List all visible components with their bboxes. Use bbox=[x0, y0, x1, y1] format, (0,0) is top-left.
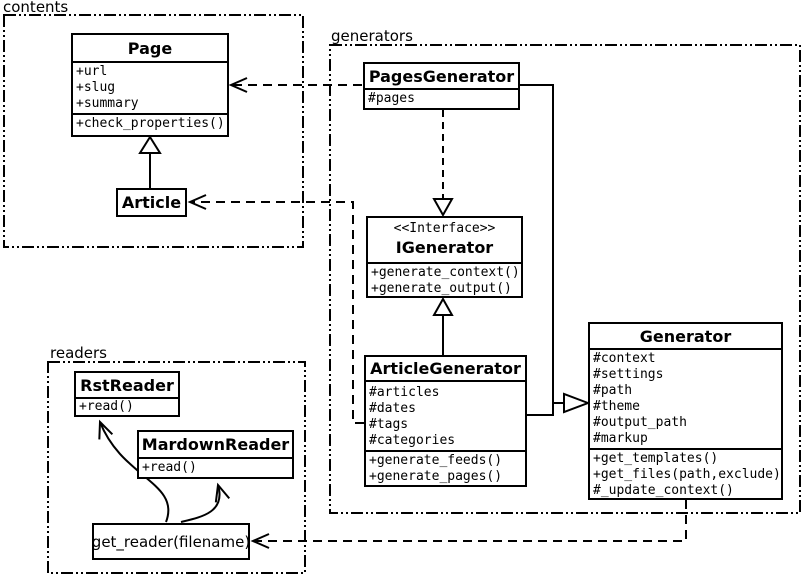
class-box-article: Article bbox=[116, 188, 187, 217]
method-line: +get_files(path,exclude) bbox=[593, 467, 781, 482]
dependency-articlegenerator-to-article bbox=[187, 194, 364, 424]
class-title-article: Article bbox=[121, 193, 182, 212]
method-line: +read() bbox=[79, 399, 134, 414]
class-title-rstreader: RstReader bbox=[80, 375, 174, 395]
stereotype-interface: <<Interface>> bbox=[393, 221, 496, 236]
attribute-line: #tags bbox=[369, 417, 409, 432]
method-line: +check_properties() bbox=[76, 116, 225, 131]
attribute-line: +url bbox=[76, 64, 108, 79]
attribute-line: #dates bbox=[369, 401, 416, 416]
method-line: +generate_output() bbox=[371, 281, 512, 296]
hollow-triangle-page bbox=[138, 135, 162, 154]
class-methods-page: +check_properties() bbox=[73, 113, 227, 135]
class-title-text: IGenerator bbox=[395, 238, 494, 257]
class-methods-articlegenerator: +generate_feeds() +generate_pages() bbox=[366, 450, 525, 485]
attribute-line: +slug bbox=[76, 80, 116, 95]
attribute-line: #articles bbox=[369, 385, 440, 400]
class-methods-mardownreader: +read() bbox=[139, 457, 292, 477]
method-line: #_update_context() bbox=[593, 483, 734, 498]
attribute-line: #path bbox=[593, 383, 633, 398]
function-box-get-reader: get_reader(filename) bbox=[92, 523, 250, 560]
class-attributes-generator: #context #settings #path #theme #output_… bbox=[590, 348, 781, 448]
attribute-line: #pages bbox=[368, 91, 415, 106]
class-methods-igenerator: +generate_context() +generate_output() bbox=[368, 262, 521, 296]
class-methods-generator: +get_templates() +get_files(path,exclude… bbox=[590, 448, 781, 498]
class-box-pagesgenerator: PagesGenerator #pages bbox=[363, 62, 520, 110]
package-label-generators: generators bbox=[331, 27, 413, 45]
package-label-contents: contents bbox=[3, 0, 69, 16]
class-box-rstreader: RstReader +read() bbox=[74, 371, 180, 417]
attribute-line: #output_path bbox=[593, 415, 687, 430]
class-box-articlegenerator: ArticleGenerator #articles #dates #tags … bbox=[364, 355, 527, 487]
class-methods-rstreader: +read() bbox=[76, 397, 178, 415]
hollow-triangle-igenerator-bottom bbox=[432, 296, 454, 316]
attribute-line: #categories bbox=[369, 433, 456, 448]
class-attributes-page: +url +slug +summary bbox=[73, 61, 227, 113]
class-title-page: Page bbox=[127, 38, 173, 58]
attribute-line: +summary bbox=[76, 96, 139, 111]
method-line: +generate_context() bbox=[371, 265, 520, 280]
attribute-line: #markup bbox=[593, 431, 648, 446]
method-line: +generate_feeds() bbox=[369, 453, 503, 468]
hollow-triangle-generator bbox=[563, 392, 591, 414]
method-line: +read() bbox=[142, 460, 197, 475]
class-title-igenerator: <<Interface>> IGenerator bbox=[368, 218, 521, 262]
attribute-line: #context bbox=[593, 351, 656, 366]
function-label: get_reader(filename) bbox=[91, 532, 251, 551]
method-line: +get_templates() bbox=[593, 451, 719, 466]
class-box-page: Page +url +slug +summary +check_properti… bbox=[71, 33, 229, 137]
class-title-articlegenerator: ArticleGenerator bbox=[370, 359, 521, 378]
class-attributes-pagesgenerator: #pages bbox=[365, 88, 518, 108]
package-label-readers: readers bbox=[50, 344, 107, 362]
class-title-pagesgenerator: PagesGenerator bbox=[368, 66, 515, 86]
class-box-igenerator: <<Interface>> IGenerator +generate_conte… bbox=[366, 216, 523, 298]
arrow-getreader-to-mardownreader bbox=[180, 482, 231, 523]
attribute-line: #theme bbox=[593, 399, 640, 414]
attribute-line: #settings bbox=[593, 367, 664, 382]
dependency-generator-to-getreader bbox=[250, 500, 687, 549]
class-title-mardownreader: MardownReader bbox=[141, 435, 290, 454]
class-attributes-articlegenerator: #articles #dates #tags #categories bbox=[366, 380, 525, 450]
method-line: +generate_pages() bbox=[369, 469, 503, 484]
hollow-triangle-igenerator-top bbox=[432, 198, 454, 218]
class-box-generator: Generator #context #settings #path #them… bbox=[588, 322, 783, 500]
class-box-mardownreader: MardownReader +read() bbox=[137, 430, 294, 479]
class-title-generator: Generator bbox=[639, 326, 732, 346]
